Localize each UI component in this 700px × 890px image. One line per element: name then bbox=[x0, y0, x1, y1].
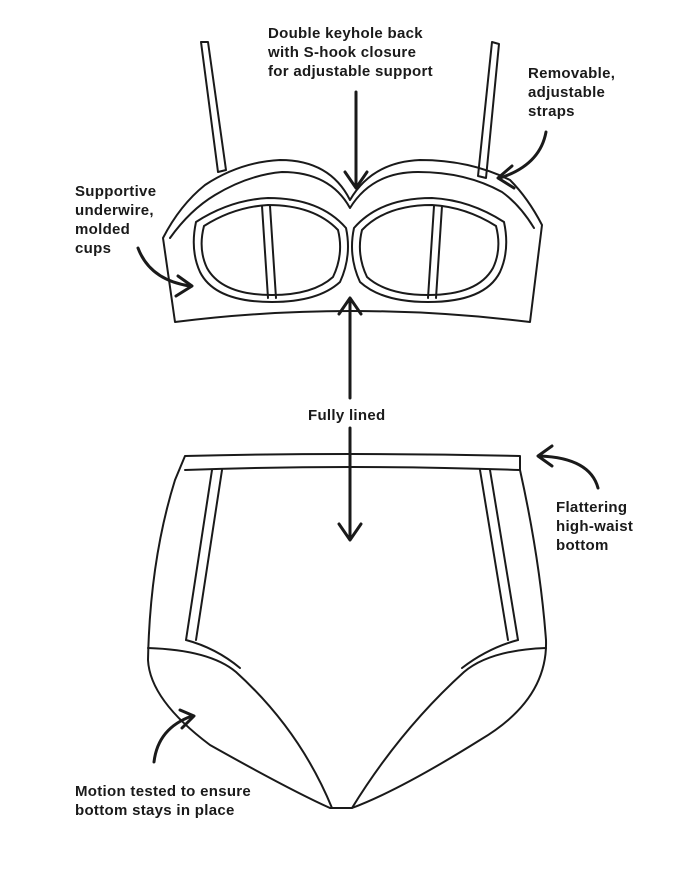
high-waist-bottom bbox=[147, 453, 548, 809]
bra-binding bbox=[169, 171, 535, 239]
annotation-motion: Motion tested to ensure bottom stays in … bbox=[75, 783, 252, 819]
motion-arrow bbox=[152, 714, 194, 764]
waistband bbox=[184, 466, 521, 471]
callout-arrows bbox=[136, 90, 600, 764]
left-strap bbox=[200, 41, 227, 173]
annotation-keyhole: Double keyhole back with S-hook closure … bbox=[268, 25, 433, 80]
right-leg-opening bbox=[351, 647, 547, 809]
right-strap bbox=[477, 41, 500, 179]
highwaist-arrow bbox=[538, 454, 600, 490]
bra-outline bbox=[162, 159, 543, 323]
right-cup bbox=[351, 197, 508, 303]
left-cup bbox=[192, 197, 349, 303]
bottom-outline bbox=[147, 453, 548, 809]
annotation-lined: Fully lined bbox=[308, 407, 386, 424]
straps-arrow bbox=[498, 130, 548, 180]
left-leg-opening bbox=[147, 647, 333, 809]
annotation-underwire: Supportive underwire, molded cups bbox=[75, 183, 157, 257]
annotation-highwaist: Flattering high-waist bottom bbox=[556, 499, 634, 554]
annotation-straps: Removable, adjustable straps bbox=[528, 65, 616, 120]
underwire-arrow bbox=[136, 246, 192, 288]
bra-top bbox=[162, 41, 543, 323]
